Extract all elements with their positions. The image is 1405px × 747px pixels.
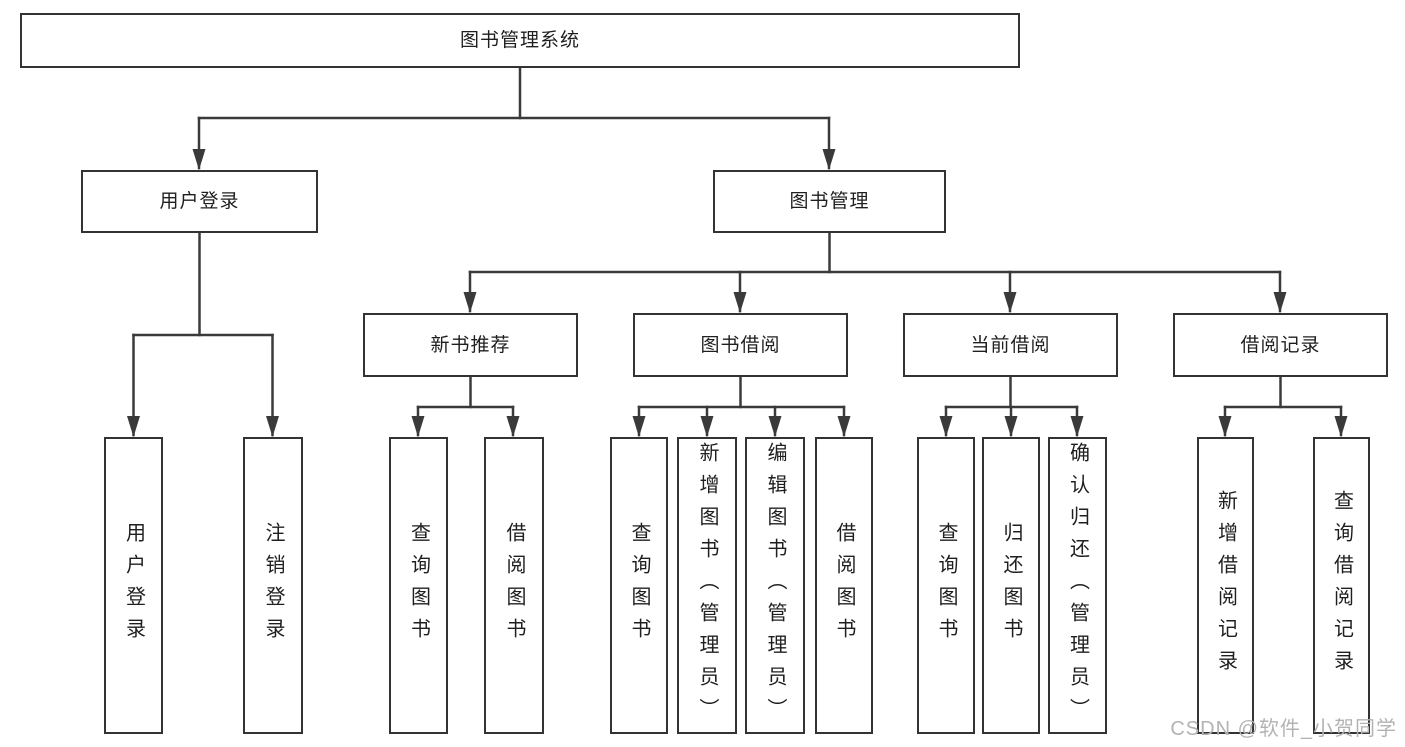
node-leaf-add-books-admin: 新增图书（管理员）	[677, 437, 737, 734]
arrowhead	[411, 416, 425, 437]
arrowhead	[1334, 416, 1348, 437]
arrowhead	[506, 416, 520, 437]
node-leaf-query-books-current: 查询图书	[917, 437, 975, 734]
node-leaf-user-login: 用户登录	[104, 437, 163, 734]
node-leaf-confirm-return-admin: 确认归还（管理员）	[1048, 437, 1107, 734]
node-library-system: 图书管理系统	[20, 13, 1020, 68]
connector	[1218, 375, 1348, 437]
connector	[463, 231, 1287, 313]
arrowhead	[1003, 292, 1017, 313]
arrowhead	[837, 416, 851, 437]
arrowhead	[939, 416, 953, 437]
arrowhead	[822, 149, 836, 170]
node-new-book-recommendation: 新书推荐	[363, 313, 578, 377]
node-current-borrowing: 当前借阅	[903, 313, 1118, 377]
node-leaf-add-borrow-record: 新增借阅记录	[1197, 437, 1254, 734]
node-user-login: 用户登录	[81, 170, 318, 233]
node-leaf-edit-books-admin: 编辑图书（管理员）	[745, 437, 805, 734]
arrowhead	[192, 149, 206, 170]
node-book-management: 图书管理	[713, 170, 946, 233]
node-leaf-query-borrow-record: 查询借阅记录	[1313, 437, 1370, 734]
arrowhead	[1070, 416, 1084, 437]
node-leaf-borrow-books: 借阅图书	[815, 437, 873, 734]
arrowhead	[1004, 416, 1018, 437]
arrowhead	[768, 416, 782, 437]
node-leaf-query-books-recommend: 查询图书	[389, 437, 448, 734]
connector	[192, 66, 836, 170]
node-borrowing-records: 借阅记录	[1173, 313, 1388, 377]
connector	[939, 375, 1084, 437]
node-book-borrowing: 图书借阅	[633, 313, 848, 377]
connector	[632, 375, 851, 437]
arrowhead	[1218, 416, 1232, 437]
node-leaf-logout: 注销登录	[243, 437, 303, 734]
arrowhead	[266, 416, 279, 437]
arrowhead	[700, 416, 714, 437]
node-leaf-return-books: 归还图书	[982, 437, 1040, 734]
connector	[411, 375, 520, 437]
node-leaf-query-books-borrow: 查询图书	[610, 437, 668, 734]
node-leaf-borrow-books-recommend: 借阅图书	[484, 437, 544, 734]
arrowhead	[733, 292, 747, 313]
arrowhead	[1273, 292, 1287, 313]
arrowhead	[632, 416, 646, 437]
csdn-watermark: CSDN @软件_小贺同学	[1170, 718, 1397, 740]
arrowhead	[463, 292, 477, 313]
connector	[127, 231, 279, 437]
arrowhead	[127, 416, 140, 437]
